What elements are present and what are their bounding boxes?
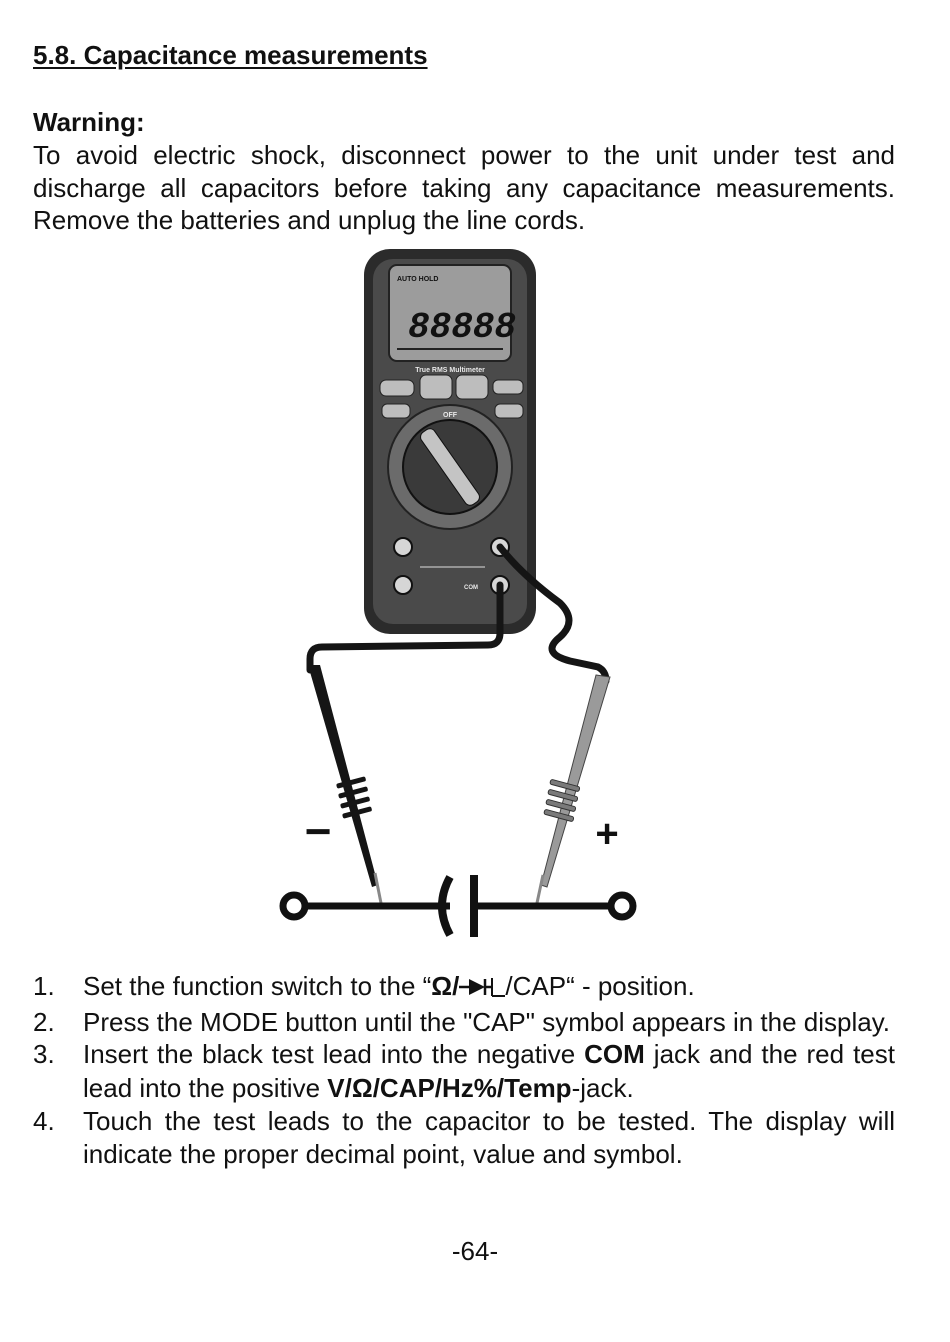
10a-jack — [393, 537, 413, 557]
meter-label: True RMS Multimeter — [415, 367, 485, 374]
com-jack-name: COM — [584, 1039, 645, 1069]
step-text: Press the MODE button until the "CAP" sy… — [83, 1006, 891, 1037]
capacitance-measurement-figure: AUTO HOLD 88888 True RMS Multimeter OFF … — [260, 245, 680, 945]
step-number: 4. — [33, 1106, 55, 1136]
step-text-end: -jack. — [571, 1072, 634, 1103]
ohm-symbol: Ω — [431, 971, 453, 1001]
v-ohm-cap-jack-name: V/Ω/CAP/Hz%/Temp — [327, 1072, 572, 1103]
step-number: 1. — [33, 971, 55, 1001]
red-test-lead-cable — [496, 543, 610, 685]
black-probe-tip — [373, 872, 383, 904]
step-text: Insert the black test lead into the nega… — [83, 1039, 585, 1069]
hold-button — [492, 379, 524, 395]
capacitor-curved-plate — [438, 875, 454, 937]
positive-sign: + — [595, 812, 618, 856]
step-text-end: /CAP“ - position. — [505, 971, 695, 1001]
lcd-display — [388, 264, 512, 362]
mode-button — [381, 403, 411, 419]
step-2: 2. Press the MODE button until the "CAP"… — [33, 1006, 895, 1039]
hz-button — [455, 374, 489, 400]
multimeter-illustration: AUTO HOLD 88888 True RMS Multimeter OFF … — [279, 249, 637, 937]
step-1: 1. Set the function switch to the “Ω//CA… — [33, 970, 895, 1006]
black-test-probe — [308, 665, 378, 887]
step-text: Touch the test leads to the capacitor to… — [83, 1106, 895, 1169]
light-button — [494, 403, 524, 419]
instruction-steps: 1. Set the function switch to the “Ω//CA… — [33, 970, 895, 1170]
warning-title: Warning: — [33, 107, 145, 137]
warning-text: To avoid electric shock, disconnect powe… — [33, 140, 895, 235]
diode-capacitor-icon — [459, 973, 506, 1006]
black-probe-guard — [336, 776, 372, 819]
section-heading: 5.8. Capacitance measurements — [33, 40, 428, 70]
right-terminal — [607, 891, 637, 921]
step-text-middle: jack and the red test lead into the posi… — [83, 1039, 895, 1103]
left-terminal — [279, 891, 309, 921]
lcd-indicators: AUTO HOLD — [397, 276, 438, 283]
step-number: 3. — [33, 1039, 55, 1069]
lcd-digits: 88888 — [408, 307, 516, 348]
dial-knob — [420, 428, 480, 506]
red-probe-guard — [543, 779, 581, 822]
step-text: Set the function switch to the “ — [83, 971, 432, 1001]
red-probe-tip — [535, 874, 545, 904]
range-button — [379, 379, 415, 397]
negative-sign: − — [305, 805, 332, 857]
ua-ma-jack — [393, 575, 413, 595]
step-number: 2. — [33, 1006, 55, 1037]
black-test-lead-cable — [306, 581, 504, 674]
rel-button — [419, 374, 453, 400]
step-4: 4. Touch the test leads to the capacitor… — [33, 1105, 895, 1170]
page-number: -64- — [451, 1236, 499, 1266]
dial-off-label: OFF — [443, 412, 458, 419]
step-3: 3. Insert the black test lead into the n… — [33, 1038, 895, 1105]
com-jack-label: COM — [464, 585, 478, 591]
